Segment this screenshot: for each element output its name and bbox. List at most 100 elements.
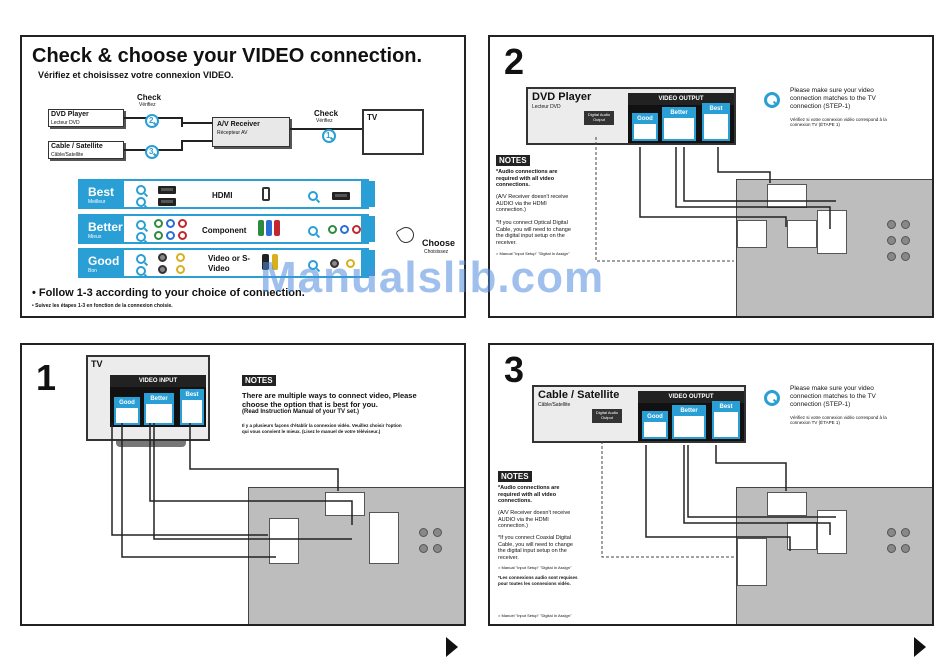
rx-jack-icon bbox=[419, 528, 428, 537]
receiver-back-panel bbox=[248, 487, 464, 624]
device-title: DVD Player bbox=[532, 91, 592, 103]
component-y2-jack-icon bbox=[154, 231, 163, 240]
note-2: (A/V Receiver doesn't receive AUDIO via … bbox=[498, 510, 571, 529]
slot-best-tag: Best bbox=[704, 105, 728, 114]
tier-better-end bbox=[361, 216, 375, 242]
digital-audio-output: Digital Audio Output bbox=[584, 111, 614, 125]
tv-box: TV bbox=[362, 109, 424, 155]
cable-satellite-device: Cable / Satellite Câble/Satellite VIDEO … bbox=[532, 385, 746, 443]
hdmi-connector-icon bbox=[262, 187, 270, 201]
cable-box: Cable / Satellite Câble/Satellite bbox=[48, 141, 124, 159]
tier-better-name: Better bbox=[88, 220, 123, 234]
slot-good: Good bbox=[632, 113, 658, 141]
rx-jack-icon bbox=[887, 220, 896, 229]
tier-better-label: Component bbox=[202, 226, 247, 235]
rx-video-in-block bbox=[817, 210, 847, 254]
svideo-plug-icon bbox=[262, 254, 269, 270]
slot-good: Good bbox=[114, 397, 140, 425]
rx-coax-block bbox=[737, 220, 767, 248]
slot-better: Better bbox=[662, 107, 696, 141]
note-5: *Les connexions audio sont requises pour… bbox=[498, 575, 578, 586]
rx-hdmi-block bbox=[767, 184, 807, 208]
tv-component-y-icon bbox=[328, 225, 337, 234]
panel-step-2: 2 DVD Player Lecteur DVD VIDEO OUTPUT Go… bbox=[488, 35, 934, 318]
slot-best-tag: Best bbox=[182, 391, 202, 400]
slot-good-tag: Good bbox=[644, 413, 666, 422]
slot-better-tag: Better bbox=[664, 109, 694, 118]
tv-label: TV bbox=[367, 113, 378, 122]
check-label: Check bbox=[137, 93, 162, 102]
check-fr: Vérifiez bbox=[139, 102, 156, 108]
step2-magnifier-icon bbox=[145, 114, 159, 128]
tv-label: TV bbox=[91, 359, 103, 369]
tier-good-end bbox=[361, 250, 375, 276]
step3-magnifier-icon bbox=[145, 145, 159, 159]
note-3: *If you connect Optical Digital Cable, y… bbox=[496, 220, 571, 246]
rx-jack-icon bbox=[901, 528, 910, 537]
component-plug-red-icon bbox=[274, 220, 280, 236]
tier-good-label: Video or S-Video bbox=[208, 254, 251, 273]
rx-jack-icon bbox=[887, 252, 896, 261]
receiver-back-panel bbox=[736, 179, 932, 316]
tier-good-fr: Bon bbox=[88, 268, 97, 274]
slot-good: Good bbox=[642, 411, 668, 439]
video-jack-icon bbox=[176, 253, 185, 262]
tier-good-tv-magnifier-icon bbox=[308, 260, 318, 270]
note-4: > Manual "Input Setup" "Digital In Assig… bbox=[496, 251, 570, 256]
receiver-fr: Récepteur AV bbox=[217, 130, 248, 136]
tier-best-fr: Meilleur bbox=[88, 199, 106, 205]
component-pb2-jack-icon bbox=[166, 231, 175, 240]
component-pr2-jack-icon bbox=[178, 231, 187, 240]
tier-good-magnifier2-icon bbox=[136, 266, 146, 276]
notes-tag: NOTES bbox=[498, 471, 532, 482]
component-pb-jack-icon bbox=[166, 219, 175, 228]
panel-step-3: 3 Cable / Satellite Câble/Satellite VIDE… bbox=[488, 343, 934, 626]
hdmi-plug2-icon bbox=[158, 198, 176, 206]
note-6: > Manuel "Input Setup" "Digital In Assig… bbox=[498, 613, 572, 618]
notes-tag: NOTES bbox=[496, 155, 530, 166]
video-jack2-icon bbox=[176, 265, 185, 274]
tv-svideo-icon bbox=[330, 259, 339, 268]
info-fr: Vérifiez si votre connexion vidéo corres… bbox=[790, 415, 887, 425]
rx-jack-icon bbox=[901, 544, 910, 553]
component-plug-green-icon bbox=[258, 220, 264, 236]
step-number: 3 bbox=[504, 349, 525, 390]
prev-page-arrow-icon[interactable] bbox=[446, 637, 458, 657]
overview-title: Check & choose your VIDEO connection. bbox=[32, 45, 423, 67]
tier-better-magnifier-icon bbox=[136, 220, 146, 230]
info-fr: Vérifiez si votre connexion vidéo corres… bbox=[790, 117, 887, 127]
slot-better: Better bbox=[144, 393, 174, 425]
note-2: (A/V Receiver doesn't receive AUDIO via … bbox=[496, 194, 569, 213]
info-magnifier-icon bbox=[764, 92, 780, 108]
slot-best: Best bbox=[712, 401, 740, 439]
slot-best-tag: Best bbox=[714, 403, 738, 412]
cable-fr: Câble/Satellite bbox=[51, 152, 84, 158]
rx-jack-icon bbox=[433, 544, 442, 553]
slot-better-tag: Better bbox=[674, 407, 704, 416]
video-plug-icon bbox=[272, 254, 278, 270]
next-page-arrow-icon[interactable] bbox=[914, 637, 926, 657]
component-pr-jack-icon bbox=[178, 219, 187, 228]
dvd-player-box: DVD Player Lecteur DVD bbox=[48, 109, 124, 127]
step3-badge: 3 bbox=[149, 147, 154, 156]
step1-magnifier-icon bbox=[322, 129, 336, 143]
dvd-player-device: DVD Player Lecteur DVD VIDEO OUTPUT Good… bbox=[526, 87, 736, 145]
step3-wiring bbox=[601, 441, 836, 558]
note-bold: There are multiple ways to connect video… bbox=[242, 391, 417, 409]
note-3: *If you connect Coaxial Digital Cable, y… bbox=[498, 535, 573, 561]
tier-best-label: HDMI bbox=[212, 191, 233, 200]
tv-component-pr-icon bbox=[352, 225, 361, 234]
rx-jack-icon bbox=[419, 544, 428, 553]
check2-fr: Vérifiez bbox=[316, 118, 333, 124]
rx-jack-icon bbox=[901, 220, 910, 229]
receiver-back-panel bbox=[736, 487, 932, 624]
rx-jack-icon bbox=[901, 236, 910, 245]
check2-label: Check bbox=[314, 109, 339, 118]
rx-component-block bbox=[369, 512, 399, 564]
tv-stand bbox=[116, 441, 186, 447]
choose-label: Choose bbox=[422, 238, 456, 248]
video-input-header: VIDEO INPUT bbox=[110, 375, 206, 387]
device-title: Cable / Satellite bbox=[538, 389, 620, 401]
